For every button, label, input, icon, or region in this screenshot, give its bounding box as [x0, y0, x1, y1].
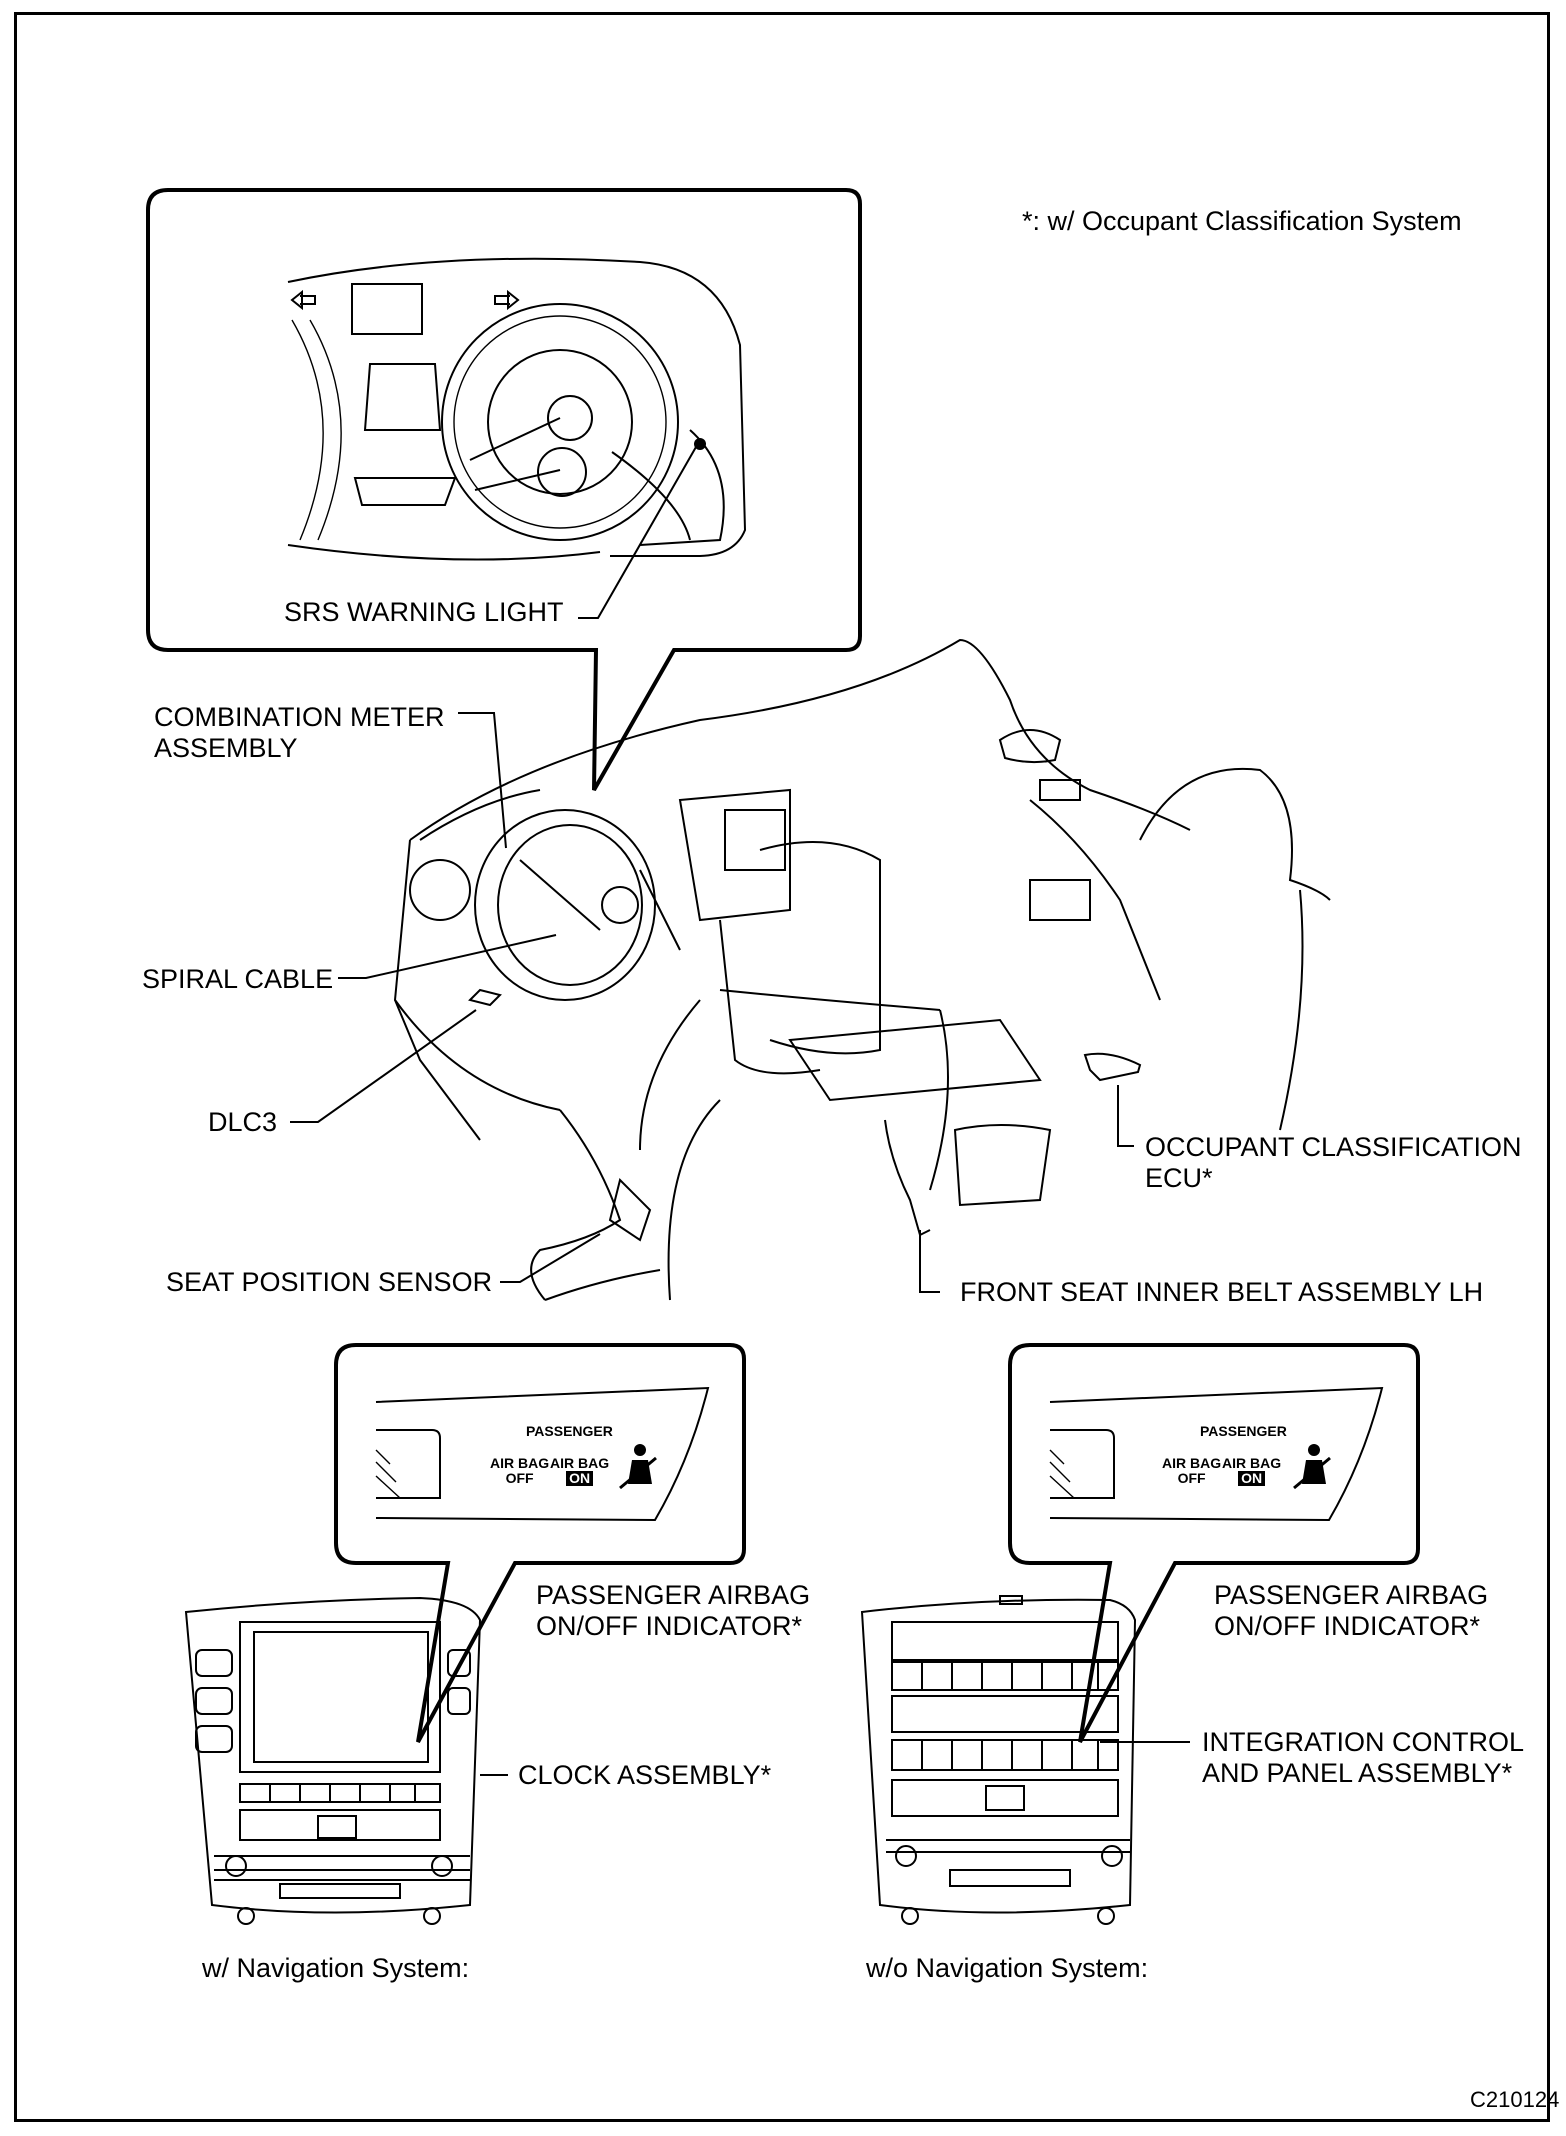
- indicator-passenger-text: PASSENGER: [526, 1423, 613, 1439]
- label-occupant-classification-ecu: OCCUPANT CLASSIFICATION ECU*: [1145, 1132, 1522, 1193]
- indicator-callout-nav: [334, 1343, 746, 1743]
- label-combination-meter: COMBINATION METER ASSEMBLY: [154, 702, 445, 763]
- occupant-system-note: *: w/ Occupant Classification System: [1022, 206, 1462, 236]
- indicator-airbag-off: AIR BAG OFF: [1162, 1455, 1222, 1486]
- label-front-seat-inner-belt: FRONT SEAT INNER BELT ASSEMBLY LH: [960, 1277, 1484, 1307]
- label-passenger-airbag-indicator-nav: PASSENGER AIRBAG ON/OFF INDICATOR*: [536, 1580, 811, 1641]
- indicator-airbag-off: AIR BAG OFF: [490, 1455, 550, 1486]
- indicator-passenger-text: PASSENGER: [1200, 1423, 1287, 1439]
- label-passenger-airbag-indicator-nonav: PASSENGER AIRBAG ON/OFF INDICATOR*: [1214, 1580, 1489, 1641]
- leader-lines: [290, 439, 1190, 1776]
- console-nav-illustration: [184, 1596, 482, 1925]
- label-clock-assembly: CLOCK ASSEMBLY*: [518, 1760, 772, 1790]
- indicator-callout-nonav: [1008, 1343, 1420, 1743]
- label-dlc3: DLC3: [208, 1107, 278, 1137]
- caption-without-nav: w/o Navigation System:: [866, 1953, 1149, 1983]
- caption-with-nav: w/ Navigation System:: [202, 1953, 470, 1983]
- label-spiral-cable: SPIRAL CABLE: [142, 964, 334, 994]
- label-seat-position-sensor: SEAT POSITION SENSOR: [166, 1267, 493, 1297]
- seatbelt-icon: [1293, 1444, 1331, 1490]
- diagram-frame: [14, 12, 1550, 2122]
- interior-illustration: [393, 638, 1331, 1301]
- label-srs-warning-light: SRS WARNING LIGHT: [284, 597, 564, 627]
- figure-id: C210124: [1470, 2087, 1560, 2112]
- indicator-airbag-on: AIR BAG ON: [1222, 1455, 1282, 1486]
- seatbelt-icon: [619, 1444, 657, 1490]
- indicator-airbag-on: AIR BAG ON: [550, 1455, 610, 1486]
- label-integration-control-panel: INTEGRATION CONTROL AND PANEL ASSEMBLY*: [1202, 1727, 1525, 1788]
- console-nonav-illustration: [860, 1595, 1137, 1925]
- meter-callout: [146, 188, 862, 791]
